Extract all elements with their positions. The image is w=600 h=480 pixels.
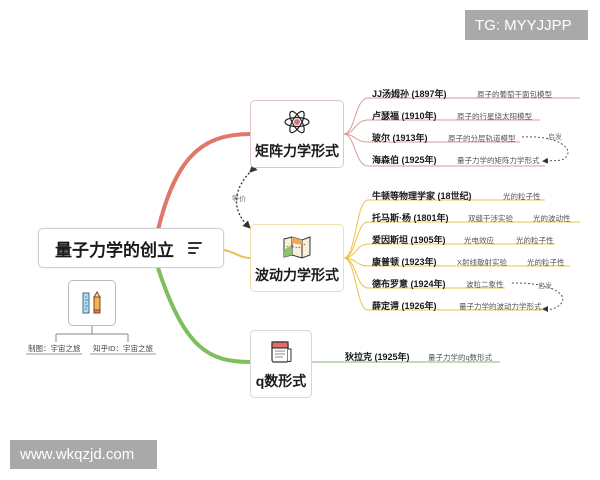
atom-icon (284, 110, 310, 134)
note-dirac: 量子力学的q数形式 (428, 353, 493, 362)
note-einstein-1: 光电效应 (464, 236, 494, 245)
inspire-label-wave: 启发 (538, 283, 552, 290)
branch-title: 矩阵力学形式 (255, 143, 339, 159)
branch-wave-mechanics[interactable]: 波动力学形式 (250, 224, 344, 292)
note-compton-2: 光的粒子性 (527, 258, 565, 267)
ruler-pencil-icon-box (68, 280, 116, 326)
watermark-tg: TG: MYYJJPP (465, 10, 588, 40)
root-node[interactable]: 量子力学的创立 (38, 228, 224, 268)
credit-zhihu-id: 知乎ID：宇宙之旅 (93, 344, 153, 353)
branch-title: q数形式 (255, 373, 307, 389)
note-young-2: 光的波动性 (533, 214, 571, 223)
root-title: 量子力学的创立 (55, 240, 174, 260)
note-heisenberg: 量子力学的矩阵力学形式 (457, 156, 540, 165)
leaf-thomson[interactable]: JJ汤姆孙 (1897年) (372, 89, 447, 99)
leaf-bohr[interactable]: 玻尔 (1913年) (372, 133, 428, 143)
leaf-dirac[interactable]: 狄拉克 (1925年) (345, 352, 410, 362)
inspire-label-matrix: 启发 (548, 134, 562, 141)
notebook-icon (271, 341, 292, 363)
note-thomson: 原子的葡萄干面包模型 (477, 90, 552, 99)
branch-q-number[interactable]: q数形式 (250, 330, 312, 398)
leaf-young[interactable]: 托马斯·杨 (1801年) (372, 213, 449, 223)
watermark-website: www.wkqzjd.com (10, 440, 157, 469)
note-rutherford: 原子的行星绕太阳模型 (457, 112, 532, 121)
note-bohr: 原子的分层轨道模型 (448, 134, 516, 143)
leaf-einstein[interactable]: 爱因斯坦 (1905年) (372, 235, 446, 245)
branch-title: 波动力学形式 (255, 267, 339, 283)
note-newton: 光的粒子性 (503, 192, 541, 201)
leaf-schrodinger[interactable]: 薛定谔 (1926年) (372, 301, 437, 311)
leaf-compton[interactable]: 康普顿 (1923年) (372, 257, 437, 267)
credit-author: 制图：宇宙之旅 (28, 344, 81, 353)
leaf-heisenberg[interactable]: 海森伯 (1925年) (372, 155, 437, 165)
note-schrodinger: 量子力学的波动力学形式 (459, 302, 542, 311)
note-compton-1: X射线散射实验 (457, 258, 508, 267)
equivalent-label: 等价 (232, 196, 246, 203)
note-young-1: 双缝干涉实验 (468, 214, 513, 223)
note-de-broglie: 波粒二象性 (466, 280, 504, 289)
ruler-pencil-icon (82, 291, 101, 314)
note-einstein-2: 光的粒子性 (516, 236, 554, 245)
branch-matrix-mechanics[interactable]: 矩阵力学形式 (250, 100, 344, 168)
leaf-newton[interactable]: 牛顿等物理学家 (18世纪) (372, 191, 472, 201)
leaf-rutherford[interactable]: 卢瑟福 (1910年) (372, 111, 437, 121)
menu-lines-icon (188, 239, 202, 257)
leaf-de-broglie[interactable]: 德布罗意 (1924年) (372, 279, 446, 289)
map-icon (283, 236, 311, 259)
